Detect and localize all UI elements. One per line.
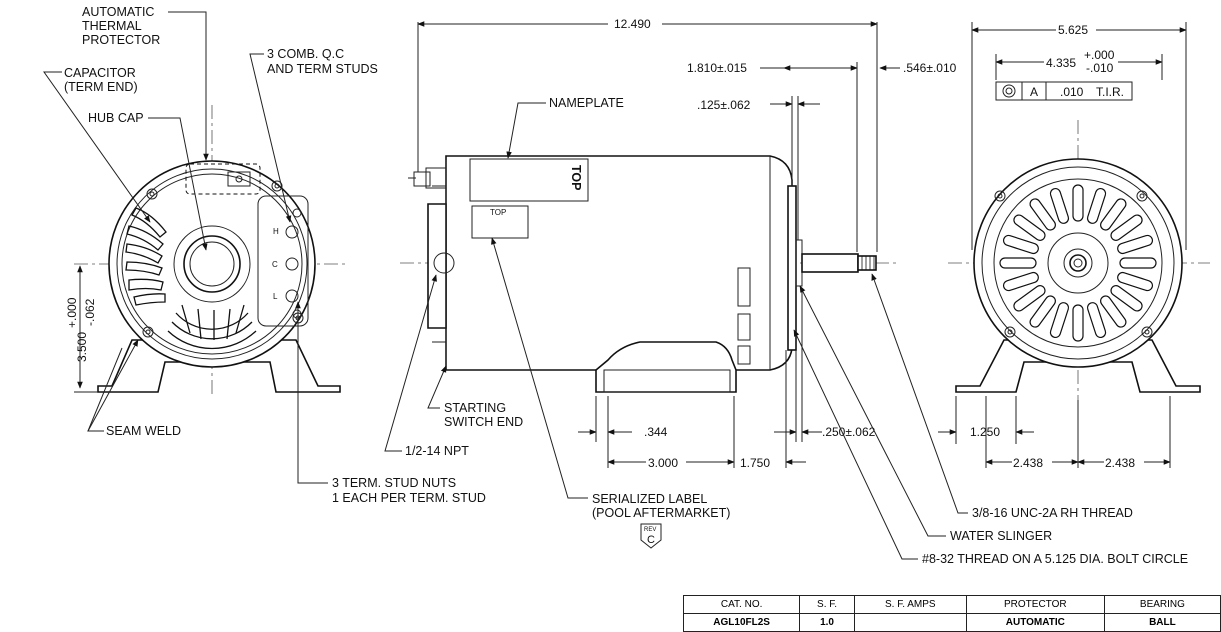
npt-label: 1/2-14 NPT xyxy=(405,444,469,458)
dim-344: .344 xyxy=(644,425,668,439)
dim-250: .250±.062 xyxy=(822,425,876,439)
dim-overall-length: 12.490 xyxy=(614,17,651,31)
header-protector: PROTECTOR xyxy=(965,595,1105,614)
terminal-l-label: L xyxy=(273,292,278,301)
dim-height-tol-plus: +.000 xyxy=(65,297,79,328)
capacitor-label: CAPACITOR xyxy=(64,66,136,80)
spec-table-value-row: AGL10FL2S 1.0 AUTOMATIC BALL xyxy=(682,613,1221,632)
vent-slot xyxy=(1002,234,1039,255)
dim-5625: 5.625 xyxy=(1058,23,1088,37)
dim-1250: 1.250 xyxy=(970,425,1000,439)
dim-4335-tol-minus: -.010 xyxy=(1086,61,1114,75)
dim-height-3500: 3.500 xyxy=(75,332,89,362)
nameplate-top-text: TOP xyxy=(569,165,583,190)
thermal-protector-label-2: THERMAL xyxy=(82,19,142,33)
value-bearing: BALL xyxy=(1103,613,1221,632)
vent-slot xyxy=(1013,214,1046,241)
bolt-circle-label: #8-32 THREAD ON A 5.125 DIA. BOLT CIRCLE xyxy=(922,552,1188,566)
concentricity-icon xyxy=(1002,84,1016,98)
starting-switch-label-2: SWITCH END xyxy=(444,415,523,429)
vent-slot xyxy=(1029,198,1056,231)
dim-3000: 3.000 xyxy=(648,456,678,470)
terminal-c-label: C xyxy=(272,260,278,269)
value-sf: 1.0 xyxy=(799,613,855,632)
vent-slot xyxy=(1072,304,1084,342)
dim-4335: 4.335 xyxy=(1046,56,1076,70)
serialized-label: SERIALIZED LABEL xyxy=(592,492,707,506)
serial-label-top-text: TOP xyxy=(490,208,506,217)
dim-2438-right: 2.438 xyxy=(1105,456,1135,470)
value-sf-amps xyxy=(853,613,967,632)
vent-slot xyxy=(1086,302,1107,339)
nameplate-label: NAMEPLATE xyxy=(549,96,624,110)
vent-slot xyxy=(1049,187,1070,224)
vent-slot xyxy=(1110,285,1143,312)
stud-nuts-label: 3 TERM. STUD NUTS xyxy=(332,476,456,490)
stud-nuts-label-2: 1 EACH PER TERM. STUD xyxy=(332,491,486,505)
vent-slot xyxy=(1086,187,1107,224)
vent-slot xyxy=(1029,295,1056,328)
end-view-shaft xyxy=(948,120,1210,400)
end-view-terminal: H C L xyxy=(74,105,345,395)
header-sf-amps: S. F. AMPS xyxy=(853,595,967,614)
side-view: TOP TOP xyxy=(400,155,900,393)
vent-slot xyxy=(1117,234,1154,255)
vent-slot xyxy=(1013,285,1046,312)
quick-connect-label: 3 COMB. Q.C xyxy=(267,47,344,61)
vent-slot xyxy=(999,257,1037,269)
vent-slot xyxy=(1072,184,1084,222)
rev-text: REV xyxy=(644,527,656,533)
header-bearing: BEARING xyxy=(1103,595,1221,614)
header-cat-no: CAT. NO. xyxy=(682,595,801,614)
dim-125: .125±.062 xyxy=(697,98,751,112)
vent-slot xyxy=(1002,271,1039,292)
datum-label: A xyxy=(1030,85,1038,99)
dim-546: .546±.010 xyxy=(903,61,957,75)
thermal-protector-label: AUTOMATIC xyxy=(82,5,154,19)
value-cat-no: AGL10FL2S xyxy=(682,613,801,632)
thread-label: 3/8-16 UNC-2A RH THREAD xyxy=(972,506,1133,520)
vent-slot xyxy=(1110,214,1143,241)
header-sf: S. F. xyxy=(799,595,855,614)
vent-slot xyxy=(1100,198,1127,231)
water-slinger-label: WATER SLINGER xyxy=(950,529,1052,543)
vent-slot xyxy=(1119,257,1157,269)
value-protector: AUTOMATIC xyxy=(965,613,1105,632)
side-annotations: 12.490 1.810±.015 .546±.010 .125±.062 NA… xyxy=(384,16,1188,566)
terminal-h-label: H xyxy=(273,227,279,236)
vent-slot xyxy=(1100,295,1127,328)
dim-1810: 1.810±.015 xyxy=(687,61,747,75)
quick-connect-label-2: AND TERM STUDS xyxy=(267,62,378,76)
dim-2438-left: 2.438 xyxy=(1013,456,1043,470)
hub-cap-label: HUB CAP xyxy=(88,111,144,125)
thermal-protector-label-3: PROTECTOR xyxy=(82,33,160,47)
tolerance-note: T.I.R. xyxy=(1096,85,1124,99)
spec-table: CAT. NO. S. F. S. F. AMPS PROTECTOR BEAR… xyxy=(682,595,1221,632)
spec-table-header-row: CAT. NO. S. F. S. F. AMPS PROTECTOR BEAR… xyxy=(682,595,1221,614)
vent-slot xyxy=(1117,271,1154,292)
starting-switch-label: STARTING xyxy=(444,401,506,415)
tolerance-value: .010 xyxy=(1060,85,1084,99)
dim-4335-tol-plus: +.000 xyxy=(1084,48,1115,62)
dim-1750: 1.750 xyxy=(740,456,770,470)
capacitor-label-2: (TERM END) xyxy=(64,80,138,94)
rev-letter: C xyxy=(647,534,655,546)
left-annotations: AUTOMATIC THERMAL PROTECTOR CAPACITOR (T… xyxy=(43,5,486,505)
right-annotations: 5.625 4.335 +.000 -.010 A .010 T.I.R. 1.… xyxy=(938,22,1187,470)
vent-slot xyxy=(1049,302,1070,339)
serialized-label-2: (POOL AFTERMARKET) xyxy=(592,506,730,520)
dim-height-tol-minus: -.062 xyxy=(83,298,97,326)
seam-weld-label: SEAM WELD xyxy=(106,424,181,438)
